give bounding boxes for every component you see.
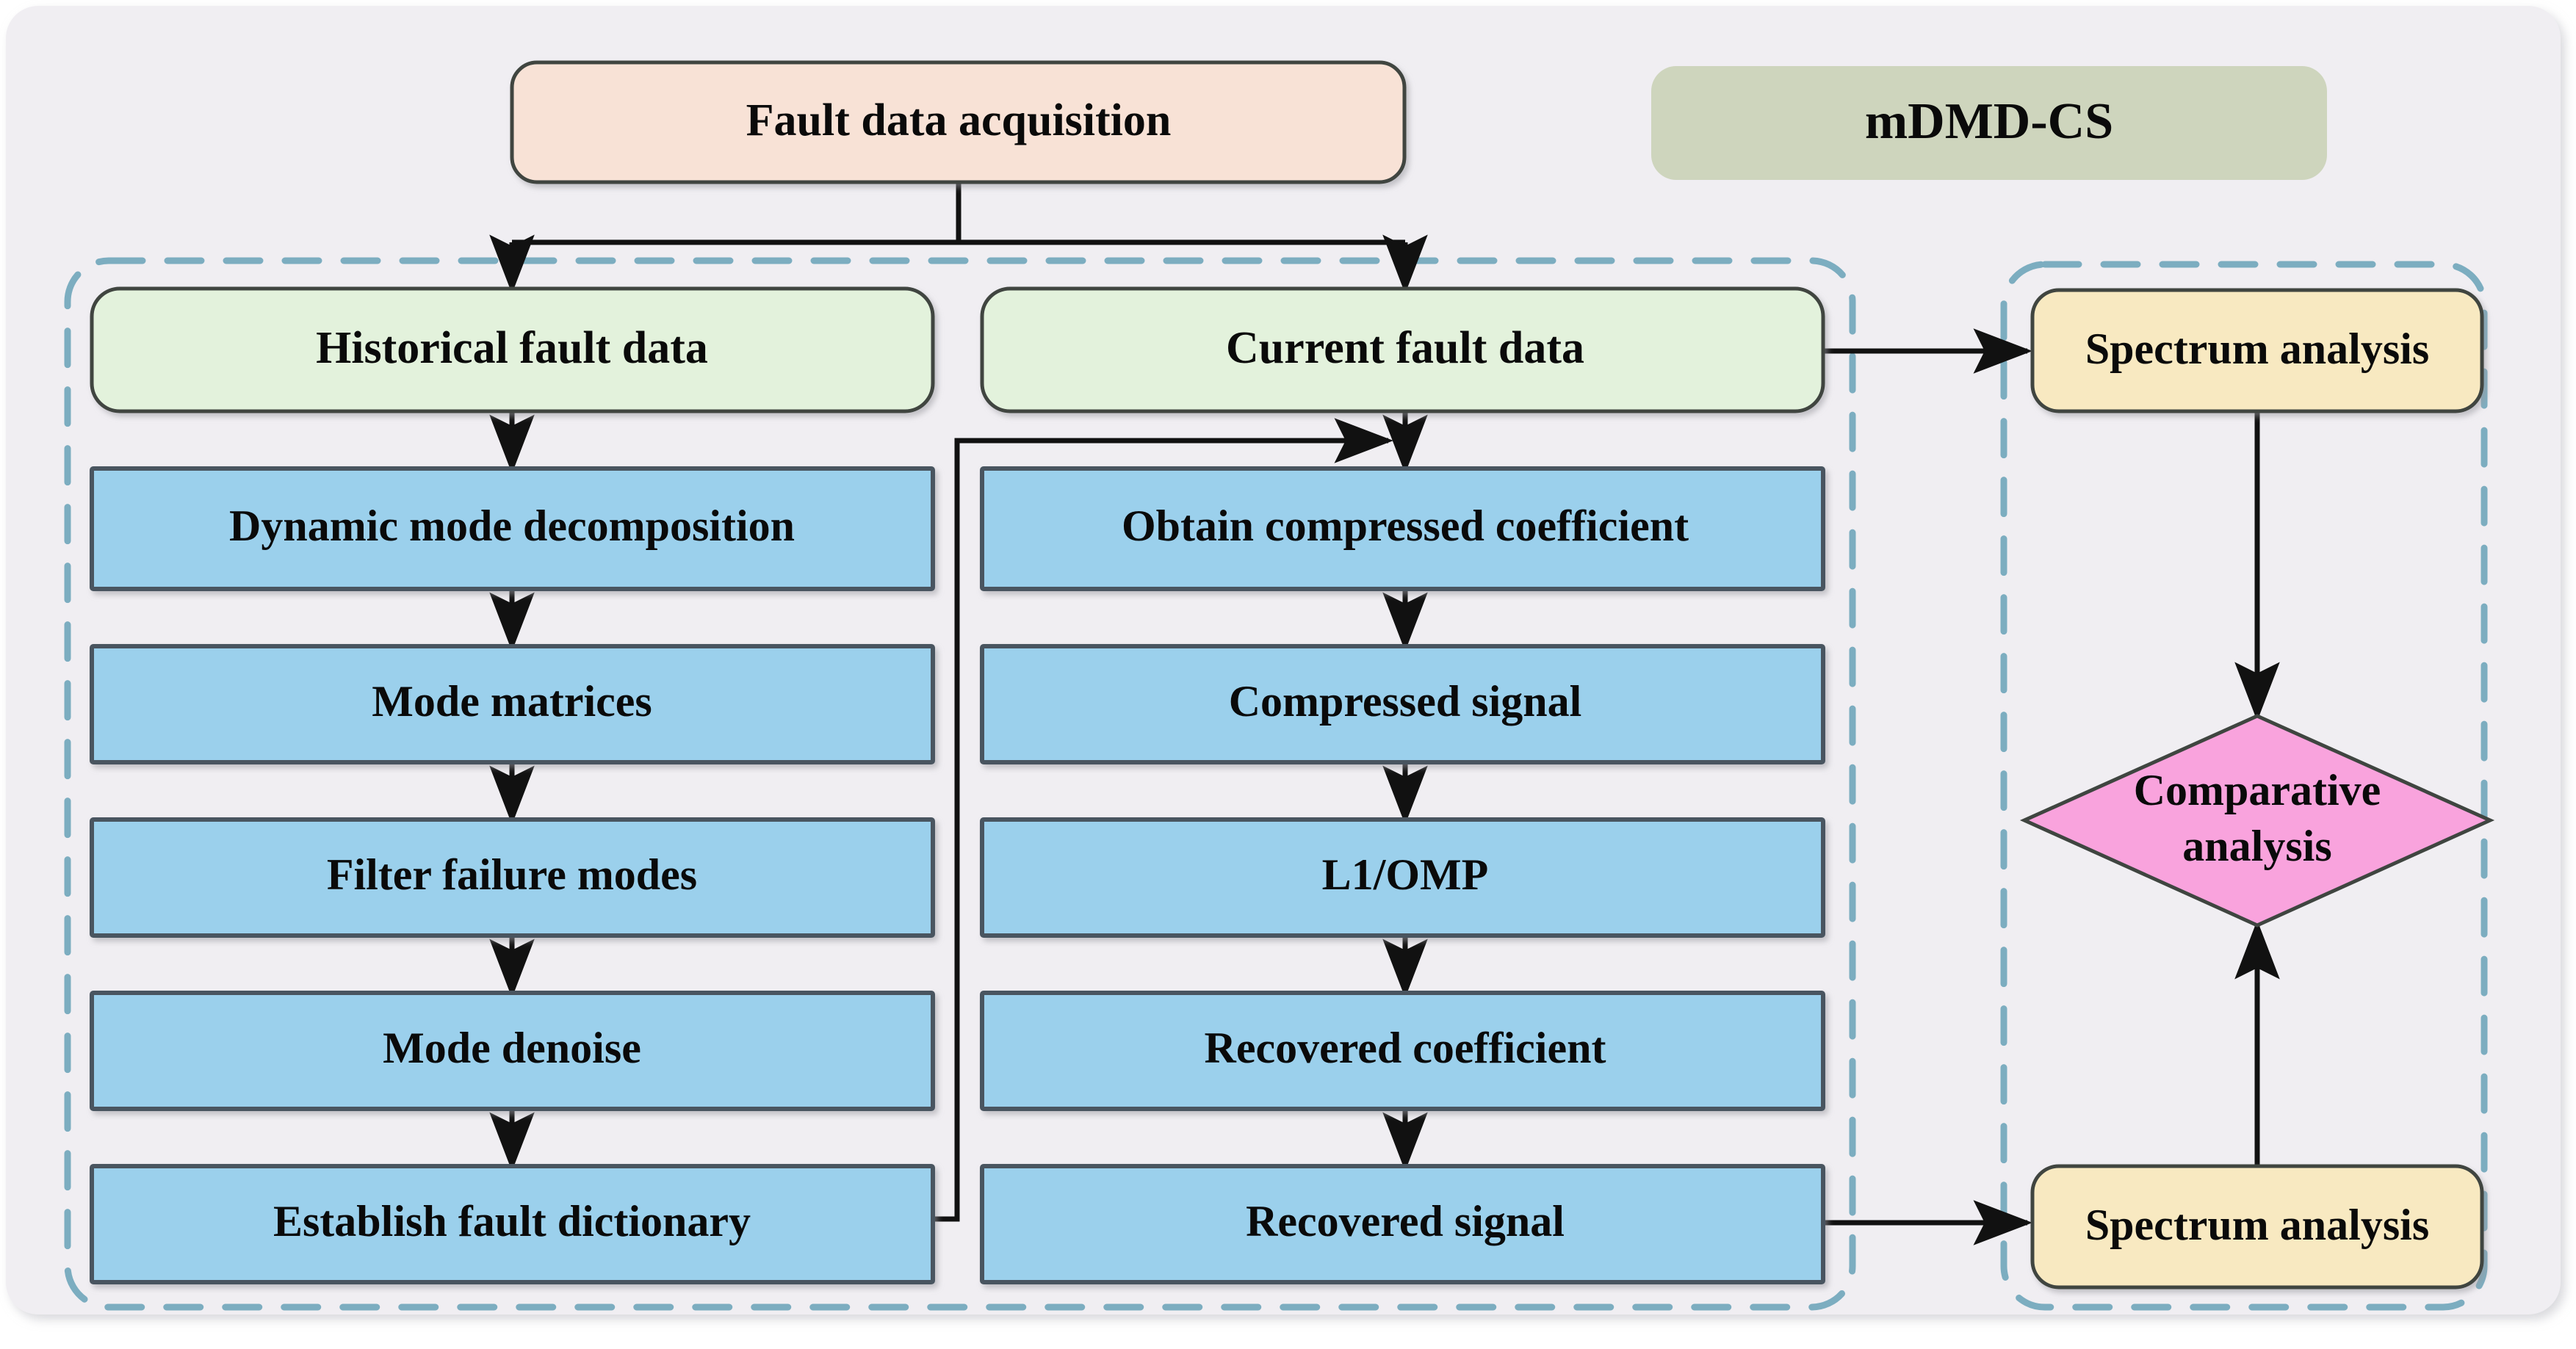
node-current-fault-data[interactable]: Current fault data: [980, 286, 1825, 413]
node-text: Obtain compressed coefficient: [1122, 502, 1689, 550]
node-text: Recovered coefficient: [1205, 1024, 1606, 1072]
node-text: Compressed signal: [1229, 677, 1582, 726]
node-shape: [2030, 1164, 2484, 1290]
node-shape: [90, 286, 935, 413]
node-compressed-signal[interactable]: Compressed signal: [980, 644, 1825, 764]
connector-layer: [489, 182, 2280, 1245]
node-filter-failure-modes[interactable]: Filter failure modes: [90, 817, 935, 938]
node-comparative-analysis[interactable]: Comparative analysis: [2019, 714, 2495, 927]
node-establish-fault-dictionary[interactable]: Establish fault dictionary: [90, 1164, 935, 1284]
node-text-line1: Comparative: [2134, 766, 2381, 814]
node-obtain-compressed-coefficient[interactable]: Obtain compressed coefficient: [980, 466, 1825, 591]
node-text: Spectrum analysis: [2085, 1201, 2429, 1249]
node-recovered-coefficient[interactable]: Recovered coefficient: [980, 991, 1825, 1111]
node-text-line2: analysis: [2182, 822, 2331, 870]
node-historical-fault-data[interactable]: Historical fault data: [90, 286, 935, 413]
node-shape: [90, 991, 935, 1111]
node-shape: [980, 286, 1825, 413]
node-fault-data-acquisition[interactable]: Fault data acquisition: [510, 60, 1407, 184]
node-text: Filter failure modes: [327, 850, 697, 899]
title-pill: mDMD-CS: [1651, 66, 2327, 180]
node-text: Current fault data: [1226, 323, 1584, 373]
node-text: Dynamic mode decomposition: [229, 502, 795, 550]
node-shape: [90, 1164, 935, 1284]
title-text: mDMD-CS: [1865, 93, 2113, 150]
node-shape: [980, 1164, 1825, 1284]
left-column-steps: Dynamic mode decomposition Mode matrices…: [90, 466, 935, 1284]
node-shape: [980, 466, 1825, 591]
node-shape: [980, 644, 1825, 764]
node-text: Historical fault data: [316, 323, 708, 373]
node-shape: [510, 60, 1407, 184]
node-spectrum-analysis-bottom[interactable]: Spectrum analysis: [2030, 1164, 2484, 1290]
node-text: Mode matrices: [372, 677, 652, 726]
node-mode-matrices[interactable]: Mode matrices: [90, 644, 935, 764]
node-text: Fault data acquisition: [746, 95, 1172, 145]
node-shape: [980, 817, 1825, 938]
node-text: Spectrum analysis: [2085, 325, 2429, 373]
processing-group-outline: [64, 257, 1856, 1311]
node-text: Mode denoise: [383, 1024, 641, 1072]
node-shape: [90, 817, 935, 938]
node-dynamic-mode-decomposition[interactable]: Dynamic mode decomposition: [90, 466, 935, 591]
node-recovered-signal[interactable]: Recovered signal: [980, 1164, 1825, 1284]
title-pill-shape: [1651, 66, 2327, 180]
comparison-group-outline: [2000, 261, 2488, 1311]
node-shape: [980, 991, 1825, 1111]
node-spectrum-analysis-top[interactable]: Spectrum analysis: [2030, 288, 2484, 413]
node-text: Establish fault dictionary: [273, 1197, 751, 1245]
connector-dictionary-feedback: [933, 418, 1393, 1222]
node-l1-omp[interactable]: L1/OMP: [980, 817, 1825, 938]
node-text: Recovered signal: [1246, 1197, 1565, 1245]
node-text: L1/OMP: [1322, 850, 1489, 899]
node-shape: [2030, 288, 2484, 413]
middle-column-steps: Obtain compressed coefficient Compressed…: [980, 466, 1825, 1284]
node-mode-denoise[interactable]: Mode denoise: [90, 991, 935, 1111]
node-shape: [90, 466, 935, 591]
node-shape: [90, 644, 935, 764]
node-shape: [2019, 714, 2495, 927]
